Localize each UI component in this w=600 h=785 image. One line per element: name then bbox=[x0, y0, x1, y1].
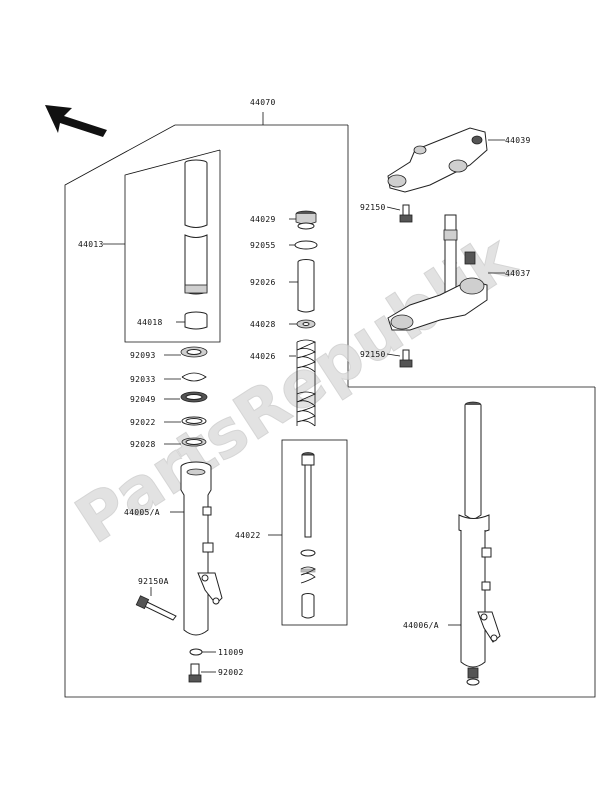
label-92049: 92049 bbox=[130, 395, 156, 404]
bolt-92150-mid bbox=[399, 349, 413, 368]
label-92002: 92002 bbox=[218, 668, 244, 677]
label-44026: 44026 bbox=[250, 352, 276, 361]
seal-92093 bbox=[180, 346, 208, 358]
spacer-92026 bbox=[297, 259, 315, 313]
label-44005: 44005/A bbox=[124, 508, 160, 517]
label-92150A: 92150A bbox=[138, 577, 169, 586]
seat-44028 bbox=[296, 319, 316, 329]
cap-bolt-44029 bbox=[295, 210, 317, 230]
steering-stem-44037 bbox=[387, 214, 488, 331]
label-92033: 92033 bbox=[130, 375, 156, 384]
upper-bracket-44039 bbox=[387, 127, 488, 193]
label-92026: 92026 bbox=[250, 278, 276, 287]
outer-tube-44005 bbox=[180, 461, 223, 636]
o-ring-92055 bbox=[294, 240, 318, 250]
bushing-44018 bbox=[184, 311, 208, 330]
inner-tube-44013 bbox=[184, 159, 208, 295]
washer-11009 bbox=[189, 648, 203, 656]
spring-44026 bbox=[296, 339, 316, 427]
label-11009: 11009 bbox=[218, 648, 244, 657]
fork-assembly-44006 bbox=[458, 401, 501, 686]
ring-92028 bbox=[181, 437, 207, 447]
frame-44022 bbox=[281, 439, 348, 626]
clip-92033 bbox=[181, 372, 207, 382]
label-92150-mid: 92150 bbox=[360, 350, 386, 359]
label-92022: 92022 bbox=[130, 418, 156, 427]
label-92028: 92028 bbox=[130, 440, 156, 449]
label-44006: 44006/A bbox=[403, 621, 439, 630]
label-44018: 44018 bbox=[137, 318, 163, 327]
label-44013: 44013 bbox=[78, 240, 104, 249]
label-92055: 92055 bbox=[250, 241, 276, 250]
assembly-frame: 44070 bbox=[64, 98, 596, 698]
label-44039: 44039 bbox=[505, 136, 531, 145]
bolt-92150A bbox=[135, 595, 177, 621]
bolt-92150-top bbox=[399, 204, 413, 223]
label-44037: 44037 bbox=[505, 269, 531, 278]
label-44070: 44070 bbox=[250, 98, 276, 107]
frame-44013 bbox=[124, 149, 221, 343]
bolt-92002 bbox=[188, 663, 202, 683]
label-44022: 44022 bbox=[235, 531, 261, 540]
seal-92049 bbox=[180, 391, 208, 403]
direction-arrow-icon bbox=[45, 105, 107, 137]
label-92093: 92093 bbox=[130, 351, 156, 360]
label-44029: 44029 bbox=[250, 215, 276, 224]
label-44028: 44028 bbox=[250, 320, 276, 329]
washer-92022 bbox=[181, 416, 207, 426]
damper-rod-44022 bbox=[300, 452, 316, 619]
label-92150-top: 92150 bbox=[360, 203, 386, 212]
